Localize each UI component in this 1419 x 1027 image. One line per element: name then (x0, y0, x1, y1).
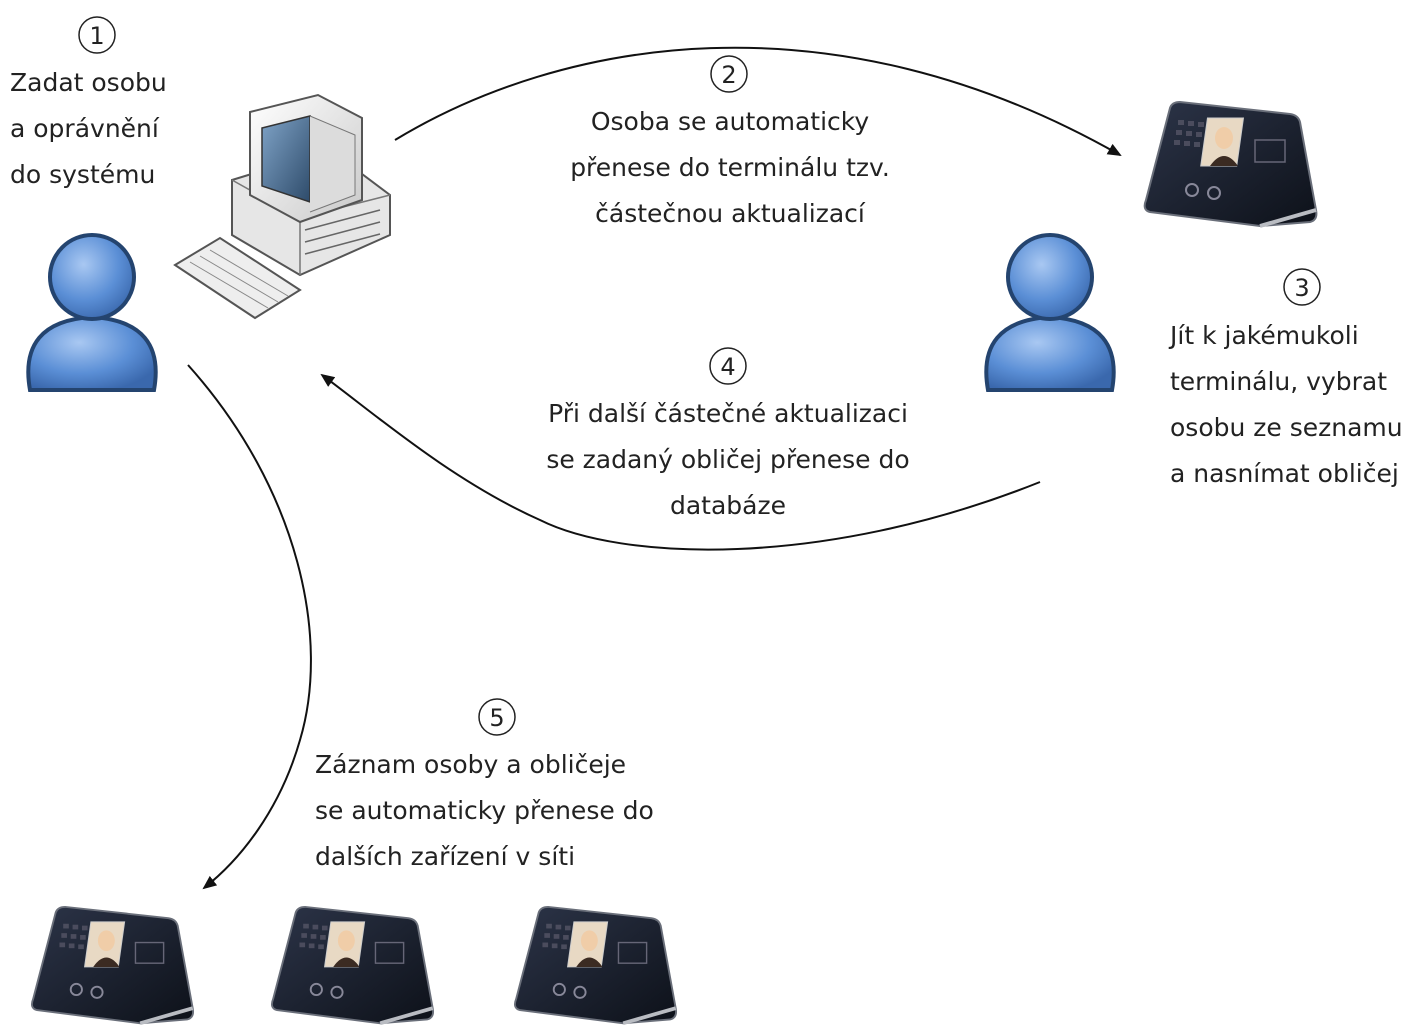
step-2-line: částečnou aktualizací (595, 199, 865, 228)
step-2-line: přenese do terminálu tzv. (570, 153, 890, 182)
step-2-line: Osoba se automaticky (590, 107, 870, 136)
face-terminal-icon (512, 905, 679, 1026)
step-3-text: Jít k jakémukoli terminálu, vybrat osobu… (1170, 313, 1403, 497)
computer-icon (173, 93, 391, 320)
step-number-5: 5 (478, 698, 516, 736)
face-terminal-icon (269, 905, 436, 1026)
face-terminal-icon (29, 905, 196, 1026)
arrow-5 (187, 364, 312, 890)
step-number-3: 3 (1283, 268, 1321, 306)
step-5-text: Záznam osoby a obličeje se automaticky p… (315, 742, 654, 880)
face-terminal-icon (1142, 100, 1319, 228)
svg-text:4: 4 (720, 353, 735, 381)
svg-text:2: 2 (721, 61, 736, 89)
arrow-4 (320, 373, 1041, 551)
step-1-line: a oprávnění (10, 114, 159, 143)
arrow-2 (394, 46, 1122, 156)
svg-text:1: 1 (89, 22, 104, 50)
step-3-line: a nasnímat obličej (1170, 459, 1399, 488)
step-2-text: Osoba se automaticky přenese do terminál… (520, 99, 940, 237)
person-icon (984, 233, 1116, 392)
step-3-line: Jít k jakémukoli (1170, 321, 1359, 350)
step-number-2: 2 (710, 55, 748, 93)
step-4-text: Při další částečné aktualizaci se zadaný… (500, 391, 956, 529)
step-1-text: Zadat osobu a oprávnění do systému (10, 60, 167, 198)
step-1-line: do systému (10, 160, 156, 189)
step-3-line: osobu ze seznamu (1170, 413, 1403, 442)
step-5-line: se automaticky přenese do (315, 796, 654, 825)
step-1-line: Zadat osobu (10, 68, 167, 97)
svg-text:5: 5 (489, 704, 504, 732)
step-4-line: databáze (669, 491, 786, 520)
svg-text:3: 3 (1294, 274, 1309, 302)
step-4-line: se zadaný obličej přenese do (546, 445, 910, 474)
step-number-4: 4 (709, 347, 747, 385)
person-icon (26, 233, 158, 392)
step-number-1: 1 (78, 16, 116, 54)
step-3-line: terminálu, vybrat (1170, 367, 1388, 396)
step-4-line: Při další částečné aktualizaci (548, 399, 908, 428)
step-5-line: dalších zařízení v síti (315, 842, 576, 871)
step-5-line: Záznam osoby a obličeje (315, 750, 627, 779)
